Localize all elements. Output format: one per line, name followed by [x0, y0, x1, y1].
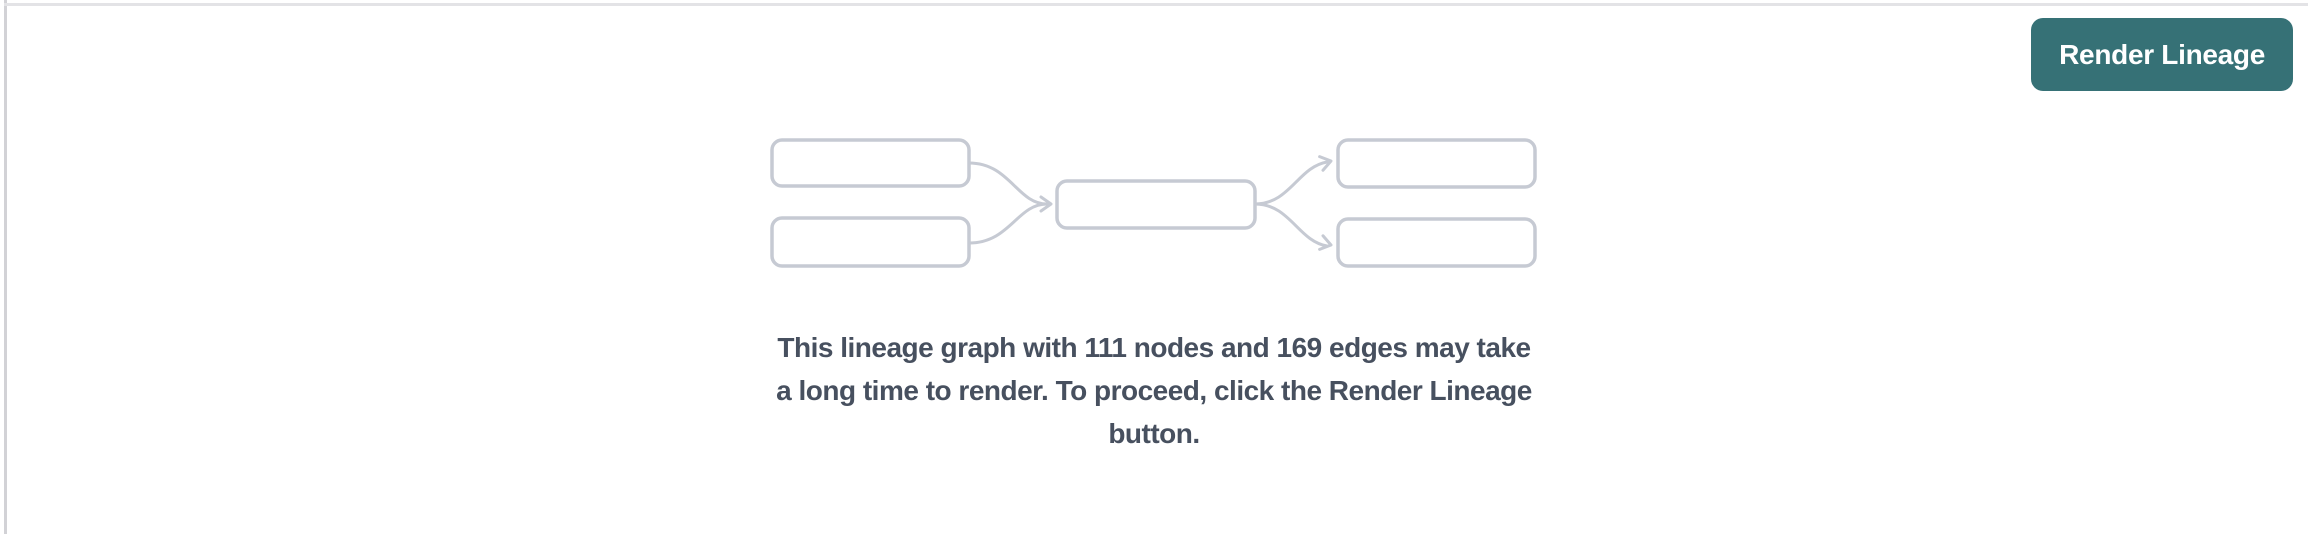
placeholder-node [770, 216, 971, 268]
placeholder-edge [967, 202, 1049, 245]
lineage-graph-placeholder-icon [770, 138, 1537, 268]
placeholder-edges [967, 155, 1333, 251]
arrowhead-icon [1039, 195, 1053, 213]
render-lineage-button[interactable]: Render Lineage [2031, 18, 2293, 91]
panel-top-divider [4, 3, 2308, 6]
arrowhead-icon [1318, 234, 1333, 251]
lineage-warning-message: This lineage graph with 111 nodes and 16… [776, 326, 1532, 455]
placeholder-edge [967, 161, 1049, 206]
arrowhead-icon [1318, 155, 1333, 172]
placeholder-node [1336, 138, 1537, 189]
warning-message-line: button. [1108, 418, 1200, 449]
warning-message-line: This lineage graph with 111 nodes and 16… [777, 332, 1531, 363]
panel-left-divider [4, 0, 7, 534]
placeholder-edge [1253, 160, 1329, 206]
placeholder-node [770, 138, 971, 188]
warning-message-line: a long time to render. To proceed, click… [776, 375, 1532, 406]
placeholder-node [1336, 217, 1537, 268]
placeholder-edge [1253, 202, 1329, 248]
placeholder-node [1055, 179, 1257, 230]
placeholder-nodes [770, 138, 1537, 268]
